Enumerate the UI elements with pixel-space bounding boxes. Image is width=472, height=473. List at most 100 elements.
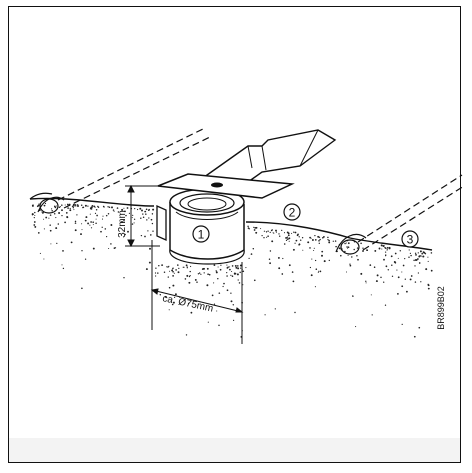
soil-dot — [90, 227, 93, 229]
soil-dot — [237, 279, 239, 281]
soil-dot — [226, 266, 229, 269]
soil-dot — [201, 268, 204, 270]
soil-dot — [281, 273, 284, 275]
soil-dot — [74, 222, 77, 224]
soil-dot — [335, 245, 337, 248]
soil-dot — [84, 258, 87, 260]
soil-dot — [327, 239, 329, 241]
soil-dot — [169, 270, 171, 272]
soil-dot — [75, 205, 77, 207]
soil-dot — [421, 252, 424, 255]
soil-dot — [123, 220, 125, 222]
soil-dot — [139, 207, 142, 210]
soil-dot — [94, 212, 97, 215]
soil-dot — [167, 266, 169, 269]
soil-dot — [133, 218, 136, 220]
callout-2-circle — [283, 203, 301, 221]
soil-dot — [322, 237, 324, 239]
soil-dot — [314, 286, 316, 288]
soil-dot — [213, 264, 216, 266]
soil-dot — [90, 206, 93, 209]
soil-dot — [410, 275, 413, 277]
soil-dot — [110, 243, 112, 245]
soil-dot — [31, 204, 34, 207]
soil-dot — [260, 228, 262, 230]
soil-dot — [172, 270, 174, 273]
soil-dot — [266, 236, 268, 238]
soil-dot — [37, 204, 40, 207]
soil-dot — [427, 287, 430, 290]
soil-dot — [340, 254, 342, 257]
soil-dot — [43, 218, 45, 220]
soil-dot — [57, 223, 60, 225]
soil-dot — [49, 224, 51, 226]
soil-dot — [349, 263, 351, 265]
soil-dot — [111, 206, 113, 209]
soil-dot — [127, 230, 129, 233]
soil-dot — [291, 271, 294, 273]
soil-dot — [286, 236, 289, 238]
soil-dot — [269, 262, 271, 265]
soil-dot — [61, 204, 63, 206]
soil-dot — [81, 250, 83, 252]
soil-dot — [239, 264, 242, 267]
soil-dot — [70, 241, 73, 244]
soil-dot — [298, 236, 300, 238]
soil-dot — [321, 254, 323, 257]
soil-dot — [196, 281, 198, 283]
soil-dot — [31, 214, 33, 216]
soil-dot — [95, 222, 97, 225]
soil-dot — [104, 228, 107, 230]
soil-dot — [171, 269, 174, 272]
soil-dot — [317, 235, 320, 238]
soil-dot — [345, 242, 348, 244]
soil-dot — [386, 248, 388, 250]
soil-dot — [271, 240, 274, 243]
soil-dot — [220, 264, 222, 266]
soil-dot — [186, 274, 189, 277]
soil-dot — [157, 272, 159, 274]
soil-dot — [388, 247, 391, 250]
soil-dot — [34, 225, 37, 228]
soil-dot — [301, 237, 304, 239]
soil-dot — [87, 222, 90, 225]
soil-dot — [291, 232, 293, 234]
soil-dot — [396, 292, 399, 295]
soil-dot — [314, 239, 317, 241]
soil-dot — [65, 212, 68, 214]
boundary-wire-right — [335, 174, 465, 255]
soil-dot — [44, 202, 47, 205]
soil-dot — [188, 281, 191, 284]
soil-dot — [218, 292, 221, 294]
soil-dot — [177, 264, 179, 266]
soil-dot — [93, 206, 96, 208]
soil-dot — [356, 255, 358, 257]
soil-dot — [194, 278, 197, 281]
soil-dot — [148, 261, 151, 264]
soil-dot — [237, 267, 240, 270]
soil-dot — [307, 241, 310, 244]
soil-dot — [250, 253, 253, 255]
soil-dot — [113, 247, 116, 250]
soil-dot — [294, 311, 296, 314]
soil-dot — [90, 208, 93, 210]
soil-dot — [425, 268, 428, 271]
diameter-dimension — [150, 240, 244, 344]
soil-dot — [231, 270, 233, 273]
soil-dot — [323, 260, 326, 263]
soil-dot — [318, 270, 320, 272]
soil-dot — [282, 257, 284, 260]
soil-dot — [72, 203, 75, 206]
soil-dot — [188, 275, 191, 278]
soil-dot — [76, 204, 79, 206]
soil-dot — [294, 242, 296, 244]
soil-dot — [91, 205, 94, 207]
soil-dot — [43, 204, 46, 207]
soil-dot — [413, 259, 415, 262]
soil-dot — [347, 247, 349, 249]
soil-dot — [255, 226, 258, 229]
soil-dot — [288, 264, 291, 267]
soil-dot — [34, 214, 36, 217]
soil-dot — [197, 273, 200, 275]
